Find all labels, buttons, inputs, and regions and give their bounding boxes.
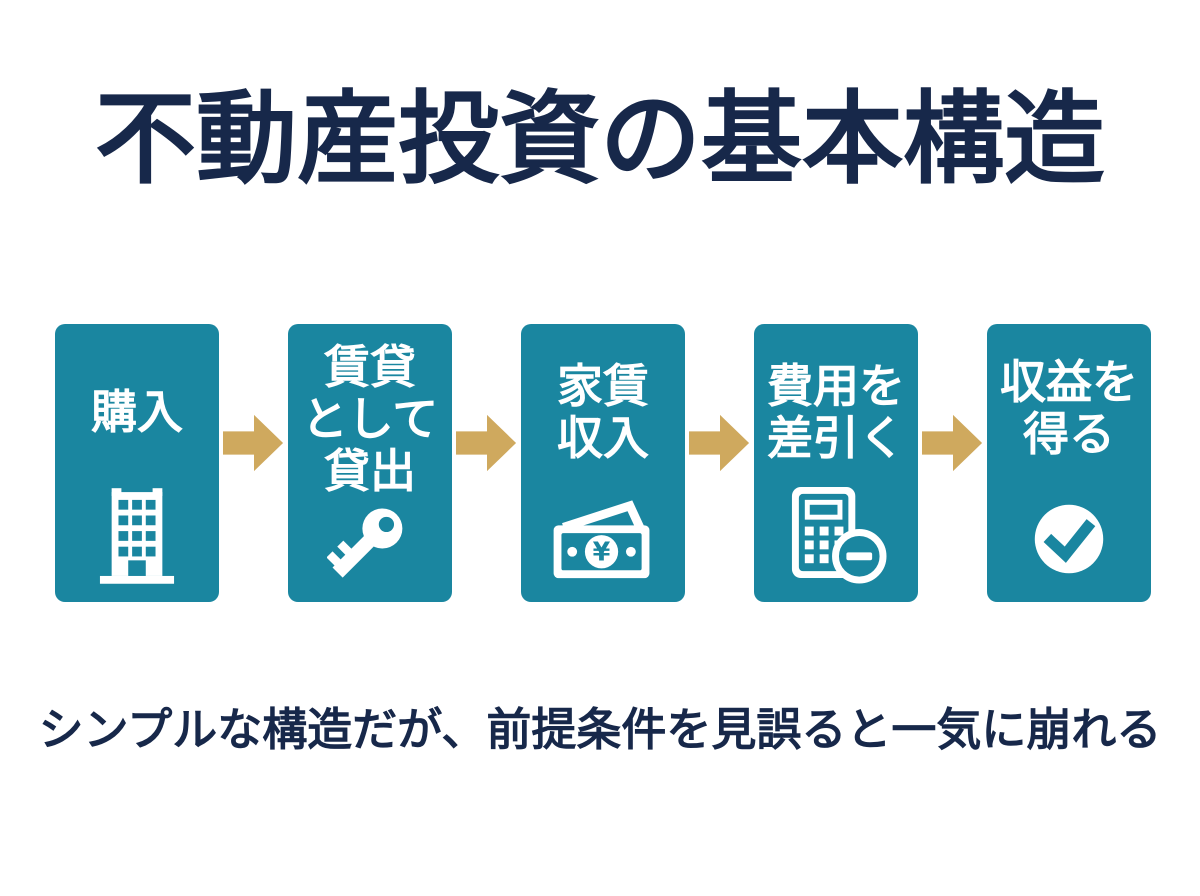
flow-diagram: 購入: [55, 324, 1151, 602]
flow-step-label: 収益を 得る: [1000, 356, 1138, 460]
flow-step-deduct-expenses: 費用を 差引く: [754, 324, 918, 602]
yen-symbol: ¥: [593, 537, 611, 567]
flow-step-label: 購入: [91, 386, 183, 439]
footer-caption: シンプルな構造だが、前提条件を見誤ると一気に崩れる: [38, 704, 1162, 755]
flow-step-rent-out: 賃貸 として 貸出: [288, 324, 452, 602]
flow-step-gain-profit: 収益を 得る: [987, 324, 1151, 602]
arrow-right-icon: [455, 414, 516, 472]
check-circle-icon: [1032, 476, 1106, 576]
flow-step-purchase: 購入: [55, 324, 219, 602]
yen-banknote-icon: ¥: [551, 484, 655, 584]
calculator-minus-icon: [784, 484, 888, 584]
flow-step-rent-income: 家賃 収入 ¥: [521, 324, 685, 602]
page-title: 不動産投資の基本構造: [94, 84, 1105, 196]
flow-step-label: 家賃 収入: [557, 360, 649, 464]
key-icon: [327, 498, 413, 598]
arrow-right-icon: [921, 414, 982, 472]
flow-step-label: 賃貸 として 貸出: [301, 341, 439, 497]
flow-step-label: 費用を 差引く: [767, 360, 905, 464]
arrow-right-icon: [688, 414, 749, 472]
arrow-right-icon: [222, 414, 283, 472]
building-icon: [98, 484, 176, 584]
